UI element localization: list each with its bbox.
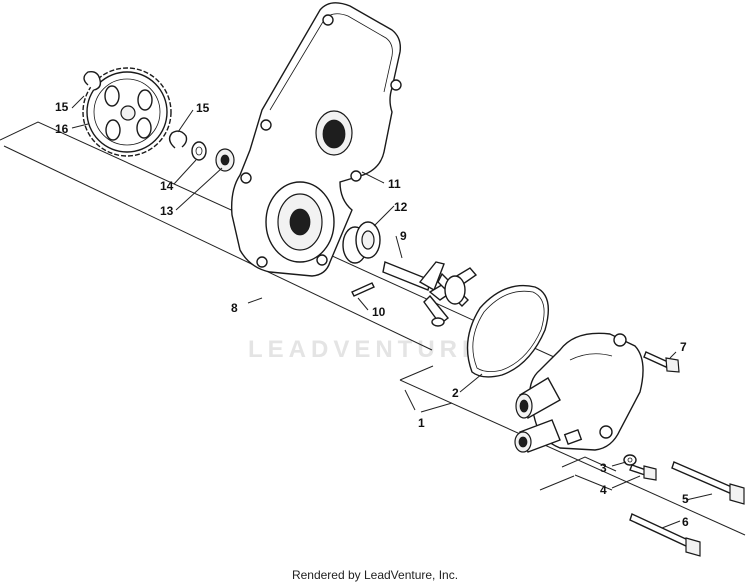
callout-5: 5 [682, 492, 689, 506]
washer-small [623, 454, 637, 466]
water-pump-cover [514, 332, 644, 453]
o-ring [466, 284, 549, 378]
callout-14: 14 [160, 179, 174, 193]
leader-lines [71, 95, 713, 529]
callout-8: 8 [231, 301, 238, 315]
mechanical-seal [342, 221, 381, 264]
callout-labels: 1 2 3 4 5 6 7 8 9 10 11 12 13 14 15 15 1… [55, 100, 689, 529]
callout-6: 6 [682, 515, 689, 529]
bolt-short-lower [629, 464, 657, 481]
washer [191, 141, 207, 161]
dowel-pin [351, 282, 375, 297]
callout-2: 2 [452, 386, 459, 400]
callout-12: 12 [394, 200, 408, 214]
callout-16: 16 [55, 122, 69, 136]
bolt-long-lower [629, 513, 701, 557]
callout-15-right: 15 [196, 101, 210, 115]
drive-gear [82, 67, 172, 157]
impeller-shaft [382, 261, 478, 327]
leadventure-watermark: LEADVENTURE [248, 336, 484, 363]
callout-1: 1 [418, 416, 425, 430]
callout-13: 13 [160, 204, 174, 218]
callout-11: 11 [388, 177, 401, 191]
callout-10: 10 [372, 305, 386, 319]
snap-ring-lower [168, 130, 188, 149]
snap-ring-upper [83, 70, 102, 91]
callout-3: 3 [600, 461, 607, 475]
callout-7: 7 [680, 340, 687, 354]
assembly-bracket-lines [0, 121, 746, 536]
bolt-short-upper [643, 351, 680, 373]
callout-4: 4 [600, 483, 607, 497]
engine-cover-housing [230, 2, 402, 277]
callout-9: 9 [400, 229, 407, 243]
bolt-long-upper [671, 461, 745, 505]
footer-credit: Rendered by LeadVenture, Inc. [291, 568, 459, 582]
callout-15-left: 15 [55, 100, 69, 114]
